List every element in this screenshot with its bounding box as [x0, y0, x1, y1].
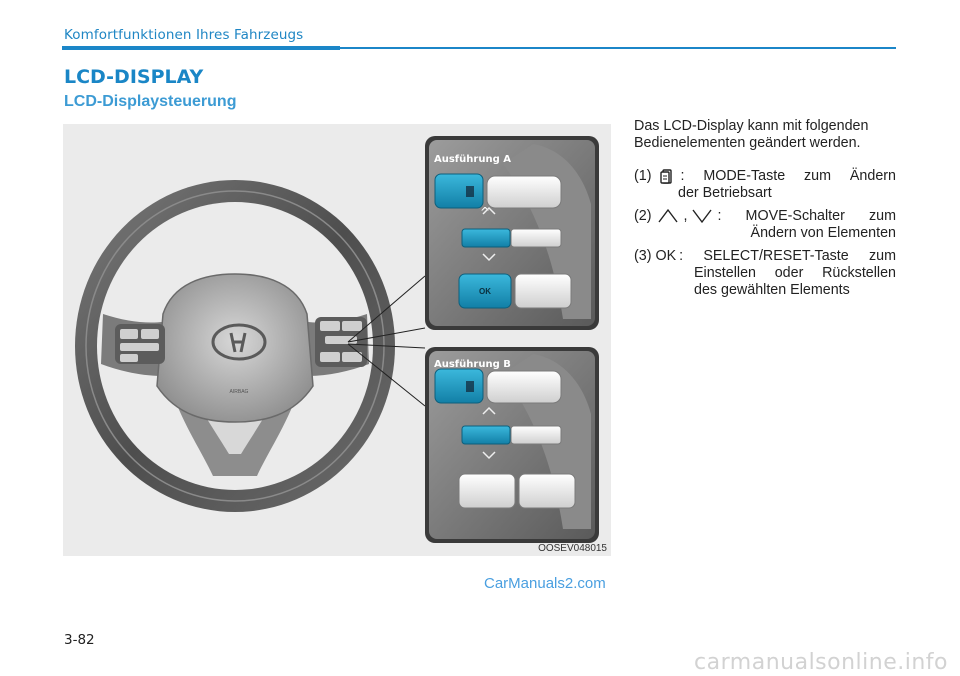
panel-ausfuehrung-b: Ausführung B	[425, 347, 599, 543]
airbag-hub: AIRBAG	[156, 273, 314, 423]
up-chevron-icon	[658, 208, 679, 223]
header-rule	[62, 46, 340, 50]
item-1: (1) : MODE-Taste zum Ändern der Betriebs…	[634, 168, 896, 202]
item-1-number: (1)	[634, 168, 652, 184]
intro-text: Das LCD-Display kann mit folgenden Bedie…	[634, 118, 869, 151]
item-2: (2) , : MOVE-Schalter zum Ändern von Ele…	[634, 208, 896, 242]
item-1-text: : MODE-Taste zum Ändern	[680, 168, 896, 184]
mode-icon	[660, 169, 673, 184]
item-2-text-cont: Ändern von Elementen	[750, 225, 896, 241]
item-3: (3) OK : SELECT/RESET-Taste zum Einstell…	[634, 248, 896, 299]
down-chevron-icon	[692, 209, 713, 224]
figure-code: OOSEV048015	[538, 543, 607, 554]
steering-wheel-figure: AIRBAG	[63, 124, 611, 556]
airbag-label: AIRBAG	[230, 389, 249, 395]
steering-wheel-illustration: AIRBAG	[75, 136, 599, 543]
description: Das LCD-Display kann mit folgenden Bedie…	[634, 118, 896, 305]
sub-title: LCD-Displaysteuerung	[64, 93, 237, 110]
page-number: 3-82	[64, 632, 95, 648]
item-2-comma: ,	[683, 208, 688, 224]
item-1-text-cont: der Betriebsart	[678, 185, 772, 201]
item-3-text: : SELECT/RESET-Taste zum	[679, 248, 896, 264]
site-watermark: carmanualsonline.info	[694, 650, 948, 675]
item-3-number: (3) OK	[634, 248, 677, 264]
leader-lines	[347, 275, 426, 407]
item-3-text-cont-2: des gewählten Elements	[694, 282, 850, 298]
watermark-link[interactable]: CarManuals2.com	[484, 575, 606, 592]
page-title: LCD-DISPLAY	[64, 66, 204, 88]
ok-label-a: OK	[479, 287, 491, 296]
panel-a-label: Ausführung A	[434, 154, 511, 165]
item-2-number: (2)	[634, 208, 652, 224]
item-3-text-cont: Einstellen oder Rückstellen	[694, 265, 896, 281]
section-header: Komfortfunktionen Ihres Fahrzeugs	[64, 27, 304, 43]
panel-ausfuehrung-a: OK ^ Ausführung A	[425, 136, 599, 330]
header-rule-thin	[340, 47, 896, 49]
item-2-text: : MOVE-Schalter zum	[717, 208, 896, 224]
right-switch-cluster	[315, 317, 367, 367]
left-switch-cluster	[115, 324, 165, 364]
panel-b-label: Ausführung B	[434, 359, 511, 370]
